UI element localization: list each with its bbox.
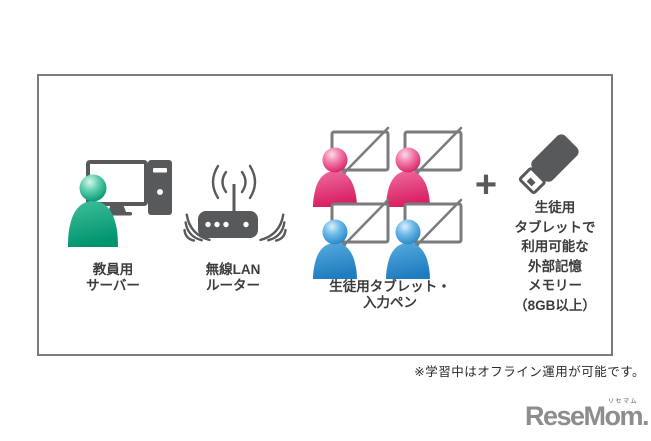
wifi-wave-left-icon <box>183 213 211 242</box>
stylus-pen-icon <box>413 126 463 177</box>
stylus-pen-icon <box>340 198 390 249</box>
teacher-person-icon <box>68 174 118 247</box>
wifi-router-label: 無線LAN ルーター <box>205 262 261 293</box>
wifi-wave-right-icon <box>259 213 287 242</box>
external-memory-label: 生徒用 タブレットで 利用可能な 外部記憶 メモリー （8GB以上） <box>514 200 596 313</box>
student-person-icon <box>313 147 357 207</box>
resemom-logo-text: ReseMom. <box>524 401 650 431</box>
antenna-signal-icon <box>211 164 257 200</box>
plus-sign: + <box>474 164 498 206</box>
student-tablet-label: 生徒用タブレット・ 入力ペン <box>329 279 451 310</box>
student-tablet-icon-blue-2 <box>386 198 463 279</box>
student-person-icon <box>386 219 430 279</box>
resemom-logo: リセマム ReseMom. <box>524 396 650 438</box>
student-tablet-icon-blue-1 <box>313 198 390 279</box>
usb-memory-icon <box>518 134 579 195</box>
wifi-router-icon <box>183 164 287 242</box>
student-tablet-icon-pink-1 <box>313 126 390 207</box>
resemom-logo-ruby: リセマム <box>607 399 638 405</box>
student-person-icon <box>313 219 357 279</box>
stylus-pen-icon <box>413 198 463 249</box>
teacher-server-icon <box>68 160 172 247</box>
student-person-icon <box>386 147 430 207</box>
diagram-frame <box>37 74 613 356</box>
teacher-server-label: 教員用 サーバー <box>86 262 140 293</box>
router-body-icon <box>198 184 258 238</box>
stylus-pen-icon <box>340 126 390 177</box>
student-tablet-icon-pink-2 <box>386 126 463 207</box>
offline-note: ※学習中はオフライン運用が可能です。 <box>414 365 645 379</box>
